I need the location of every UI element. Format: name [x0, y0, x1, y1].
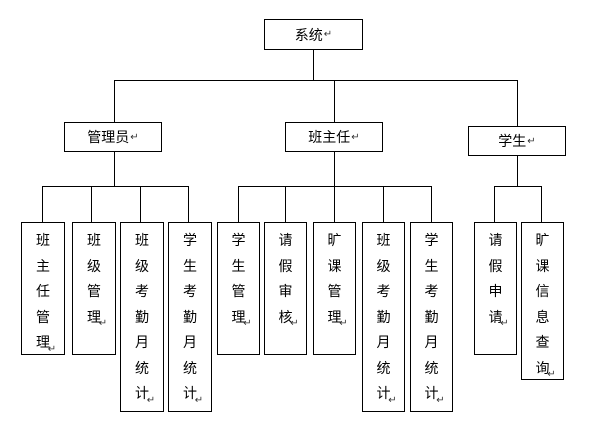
paragraph-mark-icon: ↵	[130, 131, 139, 143]
node-student: 学生↵	[468, 126, 566, 156]
node-ht-class-attendance-stats: 班级考勤月统计↵	[362, 222, 405, 412]
node-head-teacher-label: 班主任	[308, 130, 351, 146]
node-admin: 管理员↵	[64, 122, 162, 152]
node-student-label: 学生	[498, 134, 527, 150]
node-leave-apply: 请假申请↵	[474, 222, 517, 355]
node-label: 请假申请	[488, 233, 503, 326]
paragraph-mark-icon: ↵	[388, 394, 397, 406]
node-head-teacher: 班主任↵	[285, 122, 383, 152]
node-label: 班级考勤月统计	[376, 233, 391, 402]
node-label: 学生考勤月统计	[424, 233, 439, 402]
node-root: 系统↵	[264, 19, 363, 50]
node-label: 旷课管理	[327, 233, 342, 326]
paragraph-mark-icon: ↵	[194, 394, 204, 406]
node-admin-label: 管理员	[87, 130, 130, 146]
node-label: 班级管理	[87, 233, 101, 326]
node-label: 请假审核	[278, 233, 293, 326]
node-leave-review: 请假审核↵	[264, 222, 307, 355]
paragraph-mark-icon: ↵	[547, 369, 556, 380]
paragraph-mark-icon: ↵	[323, 29, 333, 40]
node-label: 学生考勤月统计	[183, 233, 197, 402]
paragraph-mark-icon: ↵	[146, 394, 156, 406]
node-class-attendance-stats: 班级考勤月统计↵	[120, 222, 164, 412]
node-root-label: 系统	[294, 27, 323, 44]
node-student-mgmt: 学生管理↵	[217, 222, 260, 355]
node-absence-query: 旷课信息查询↵	[521, 222, 564, 380]
node-label: 学生管理	[231, 233, 246, 326]
paragraph-mark-icon: ↵	[290, 318, 299, 329]
paragraph-mark-icon: ↵	[243, 318, 252, 329]
node-class-mgmt: 班级管理↵	[72, 222, 116, 355]
node-label: 班级考勤月统计	[135, 233, 149, 402]
paragraph-mark-icon: ↵	[436, 394, 445, 406]
node-label: 班主任管理	[36, 233, 50, 351]
paragraph-mark-icon: ↵	[527, 135, 536, 147]
paragraph-mark-icon: ↵	[339, 318, 348, 329]
node-student-attendance-stats: 学生考勤月统计↵	[168, 222, 212, 412]
node-label: 旷课信息查询	[535, 233, 550, 377]
paragraph-mark-icon: ↵	[351, 131, 360, 143]
paragraph-mark-icon: ↵	[98, 318, 108, 329]
node-ht-student-attendance-stats: 学生考勤月统计↵	[410, 222, 453, 412]
node-absence-mgmt: 旷课管理↵	[313, 222, 356, 355]
paragraph-mark-icon: ↵	[500, 318, 509, 329]
paragraph-mark-icon: ↵	[47, 343, 57, 355]
node-class-teacher-mgmt: 班主任管理↵	[21, 222, 65, 355]
